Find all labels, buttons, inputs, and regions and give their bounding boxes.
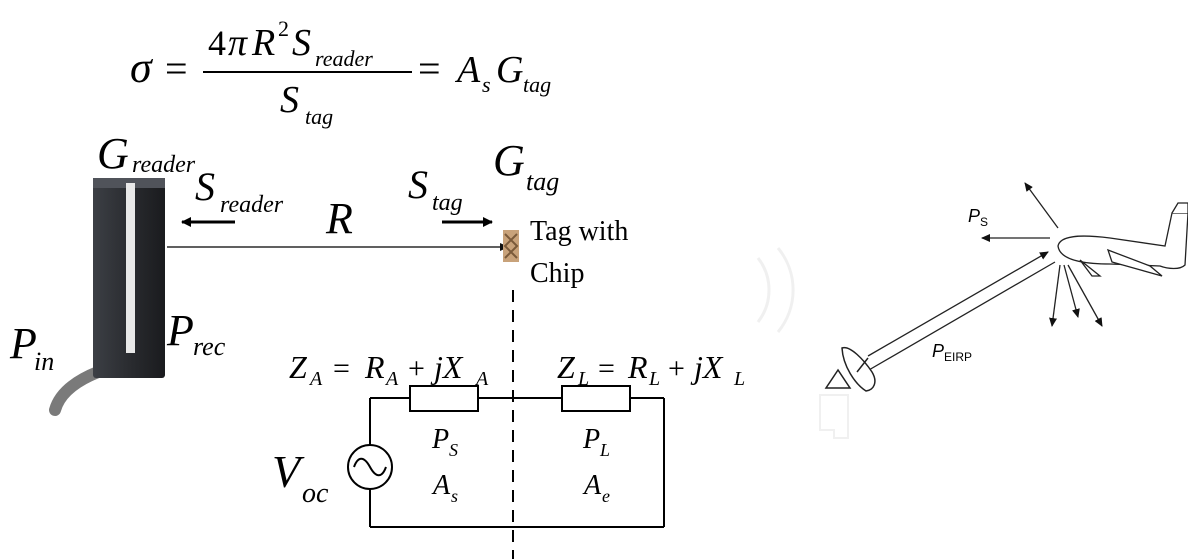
eq-G: G [496, 49, 523, 91]
scatter-arrow-down-2 [1067, 264, 1103, 327]
eq-den-S-sub: tag [305, 104, 333, 129]
radar-ps-label: P [968, 206, 980, 226]
ae-label: A [582, 470, 602, 501]
svg-text:L: L [577, 368, 589, 390]
svg-text:A: A [474, 368, 489, 390]
eq-num-S: S [292, 22, 311, 64]
svg-text:jX: jX [690, 349, 724, 385]
load-impedance-box [561, 385, 631, 412]
svg-text:A: A [384, 368, 399, 390]
beam-to-aircraft [867, 251, 1049, 357]
eq-A-sub: s [482, 72, 491, 97]
svg-text:R: R [627, 349, 648, 385]
scatter-arrow-down-3 [1063, 264, 1080, 318]
reader-G-sub: reader [132, 152, 196, 178]
reader-Pin-sub: in [34, 347, 54, 376]
radar-dish-icon [824, 346, 876, 392]
reader-S-sub: reader [220, 192, 284, 218]
svg-text:jX: jX [430, 349, 464, 385]
svg-text:+: + [668, 352, 685, 385]
pl-label: P [582, 424, 600, 455]
tag-G: G [493, 136, 525, 185]
tag-labels: S tag G tag Tag with Chip [408, 136, 628, 289]
rcs-equation: σ = 4 π R 2 S reader S tag = A s G tag [130, 16, 551, 129]
svg-text:s: s [451, 486, 458, 506]
svg-text:L: L [733, 368, 745, 390]
svg-text:Z: Z [289, 349, 308, 385]
tag-chip-icon [503, 230, 519, 262]
eq-num-R: R [251, 22, 275, 64]
reader-Prec: P [166, 306, 194, 355]
eq-den-S: S [280, 79, 299, 121]
reader-device [49, 178, 165, 416]
tag-G-sub: tag [526, 167, 559, 196]
svg-text:Z: Z [557, 349, 576, 385]
svg-text:R: R [364, 349, 385, 385]
eq-A: A [454, 49, 481, 91]
voc-label: V [272, 446, 305, 497]
voc-sub: oc [302, 478, 329, 509]
scatter-arrow-up [1024, 182, 1059, 229]
svg-text:S: S [980, 215, 988, 229]
antenna-impedance-box [409, 385, 479, 412]
equivalent-circuit [347, 385, 665, 528]
tag-S-sub: tag [432, 190, 463, 216]
radar-peirp-label: P [932, 341, 944, 361]
reader-S: S [195, 164, 215, 209]
svg-text:=: = [333, 352, 350, 385]
radar-scene: P S P EIRP [824, 182, 1188, 392]
eq-equals-2: = [418, 46, 441, 91]
eq-num-pi: π [228, 22, 248, 64]
svg-text:A: A [308, 368, 323, 390]
reader-Pin: P [9, 319, 37, 368]
eq-sigma: σ [130, 43, 154, 92]
eq-equals-1: = [165, 46, 188, 91]
svg-text:=: = [598, 352, 615, 385]
as-label: A [431, 470, 451, 501]
aircraft-icon [1057, 202, 1188, 277]
eq-num-coef: 4 [208, 23, 226, 63]
eq-G-sub: tag [523, 72, 551, 97]
svg-text:S: S [449, 440, 458, 460]
svg-text:+: + [408, 352, 425, 385]
svg-text:EIRP: EIRP [944, 350, 972, 364]
eq-num-S-sub: reader [315, 46, 373, 71]
svg-text:e: e [602, 486, 610, 506]
tag-S: S [408, 162, 428, 207]
reader-G: G [97, 129, 129, 178]
beam-to-radar [861, 261, 1056, 375]
reader-light-strip [126, 183, 135, 353]
svg-text:L: L [648, 368, 660, 390]
scatter-arrow-down-1 [1049, 264, 1061, 327]
watermark [756, 247, 849, 439]
distance-R: R [325, 194, 353, 243]
circuit-labels: Z A = R A + jX A Z L = R L + jX L V oc P… [272, 349, 745, 509]
ac-source-icon [353, 457, 387, 477]
reader-labels: G reader S reader P in P rec [9, 129, 284, 376]
tag-label-line2: Chip [530, 258, 584, 289]
tag-label-line1: Tag with [530, 216, 628, 247]
reader-Prec-sub: rec [193, 332, 226, 361]
eq-num-exp: 2 [278, 16, 289, 41]
reader-cable [49, 366, 104, 416]
ps-label: P [431, 424, 449, 455]
svg-text:L: L [599, 440, 610, 460]
